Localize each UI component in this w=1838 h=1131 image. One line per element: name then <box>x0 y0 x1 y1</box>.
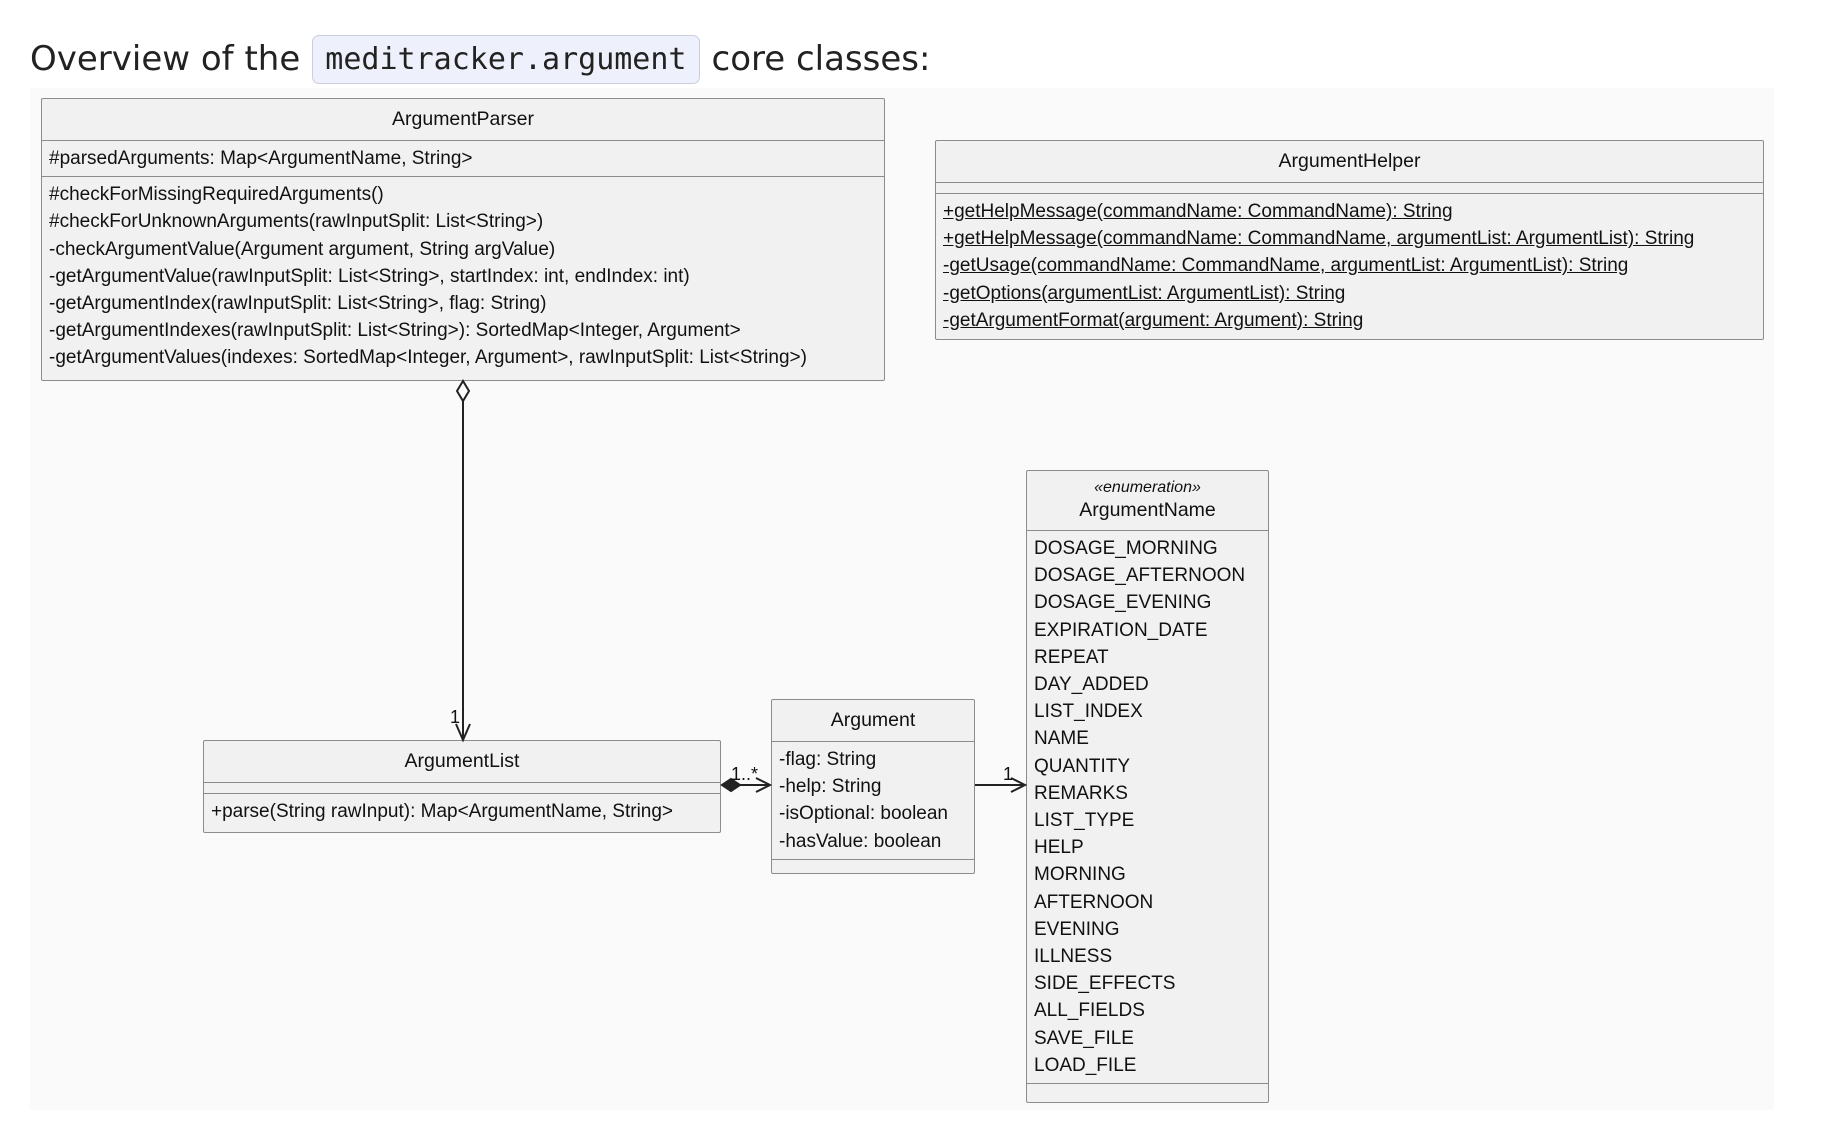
field: -isOptional: boolean <box>779 803 948 825</box>
method: #checkForUnknownArguments(rawInputSplit:… <box>49 211 544 233</box>
enum-value: NAME <box>1034 728 1089 750</box>
enum-value: REPEAT <box>1034 646 1109 668</box>
enum-value: DAY_ADDED <box>1034 674 1149 696</box>
methods-section: #checkForMissingRequiredArguments() #che… <box>42 177 884 375</box>
arrow-head <box>755 777 773 793</box>
enum-value: QUANTITY <box>1034 755 1131 777</box>
class-name: ArgumentList <box>204 741 720 783</box>
multiplicity-list-argument: 1..* <box>731 764 758 784</box>
class-argument-parser: ArgumentParser #parsedArguments: Map<Arg… <box>41 98 885 381</box>
enum-value: MORNING <box>1034 864 1126 886</box>
heading-prefix: Overview of the <box>30 39 301 79</box>
page-heading: Overview of the meditracker.argument cor… <box>30 32 930 86</box>
class-name: ArgumentName <box>1079 499 1216 521</box>
field: -hasValue: boolean <box>779 830 942 852</box>
heading-code: meditracker.argument <box>312 34 700 84</box>
field: -flag: String <box>779 749 877 770</box>
enum-value: LOAD_FILE <box>1034 1054 1137 1076</box>
composition-list-to-argument <box>720 777 773 793</box>
enum-value: DOSAGE_AFTERNOON <box>1034 565 1246 587</box>
arrow-head <box>1010 777 1028 793</box>
multiplicity-parser-list: 1 <box>450 707 460 727</box>
fields-section: #parsedArguments: Map<ArgumentName, Stri… <box>42 141 884 178</box>
enum-value: ILLNESS <box>1034 946 1113 968</box>
multiplicity-argument-name: 1 <box>1003 764 1013 784</box>
static-method: +getHelpMessage(commandName: CommandName… <box>943 201 1453 222</box>
enum-header: «enumeration» ArgumentName <box>1027 471 1268 531</box>
enum-stereotype: «enumeration» <box>1094 479 1201 496</box>
method: -checkArgumentValue(Argument argument, S… <box>49 238 556 260</box>
fields-section <box>204 783 720 794</box>
enum-value: DOSAGE_EVENING <box>1034 592 1212 614</box>
enum-value: LIST_TYPE <box>1034 810 1135 832</box>
field: -help: String <box>779 776 882 798</box>
class-name: Argument <box>772 700 974 742</box>
fields-section <box>936 183 1763 194</box>
methods-section: +getHelpMessage(commandName: CommandName… <box>936 194 1763 338</box>
enum-value: AFTERNOON <box>1034 891 1154 913</box>
method: -getArgumentIndex(rawInputSplit: List<St… <box>49 293 547 315</box>
enum-values-section: DOSAGE_MORNING DOSAGE_AFTERNOON DOSAGE_E… <box>1027 531 1268 1085</box>
static-method: -getOptions(argumentList: ArgumentList):… <box>943 282 1346 304</box>
class-name: ArgumentParser <box>42 99 884 141</box>
class-argument-helper: ArgumentHelper +getHelpMessage(commandNa… <box>935 140 1764 340</box>
enum-value: SAVE_FILE <box>1034 1027 1134 1049</box>
static-method: +getHelpMessage(commandName: CommandName… <box>943 228 1695 250</box>
class-name: ArgumentHelper <box>936 141 1763 183</box>
static-method: -getUsage(commandName: CommandName, argu… <box>943 255 1629 277</box>
method: +parse(String rawInput): Map<ArgumentNam… <box>211 801 674 822</box>
method: -getArgumentValue(rawInputSplit: List<St… <box>49 265 690 287</box>
enum-value: EXPIRATION_DATE <box>1034 619 1208 641</box>
aggregation-diamond <box>455 379 471 403</box>
fields-section: -flag: String -help: String -isOptional:… <box>772 742 974 860</box>
class-argument: Argument -flag: String -help: String -is… <box>771 699 975 874</box>
method: -getArgumentIndexes(rawInputSplit: List<… <box>49 320 741 342</box>
method: -getArgumentValues(indexes: SortedMap<In… <box>49 347 807 369</box>
enum-value: DOSAGE_MORNING <box>1034 538 1218 559</box>
arrow-head <box>455 723 471 743</box>
association-argument-to-name <box>975 777 1028 793</box>
aggregation-parser-to-list <box>455 379 471 743</box>
heading-suffix: core classes: <box>711 39 931 79</box>
enum-value: SIDE_EFFECTS <box>1034 973 1176 995</box>
class-argument-list: ArgumentList +parse(String rawInput): Ma… <box>203 740 721 833</box>
enum-value: HELP <box>1034 837 1084 859</box>
enum-value: LIST_INDEX <box>1034 701 1143 723</box>
methods-section: +parse(String rawInput): Map<ArgumentNam… <box>204 794 720 829</box>
static-method: -getArgumentFormat(argument: Argument): … <box>943 309 1364 331</box>
method: #checkForMissingRequiredArguments() <box>49 184 384 206</box>
composition-diamond <box>720 777 742 793</box>
enum-value: EVENING <box>1034 918 1120 940</box>
field: #parsedArguments: Map<ArgumentName, Stri… <box>49 148 473 169</box>
enum-value: REMARKS <box>1034 782 1128 804</box>
enum-value: ALL_FIELDS <box>1034 1000 1145 1022</box>
enum-argument-name: «enumeration» ArgumentName DOSAGE_MORNIN… <box>1026 470 1269 1103</box>
